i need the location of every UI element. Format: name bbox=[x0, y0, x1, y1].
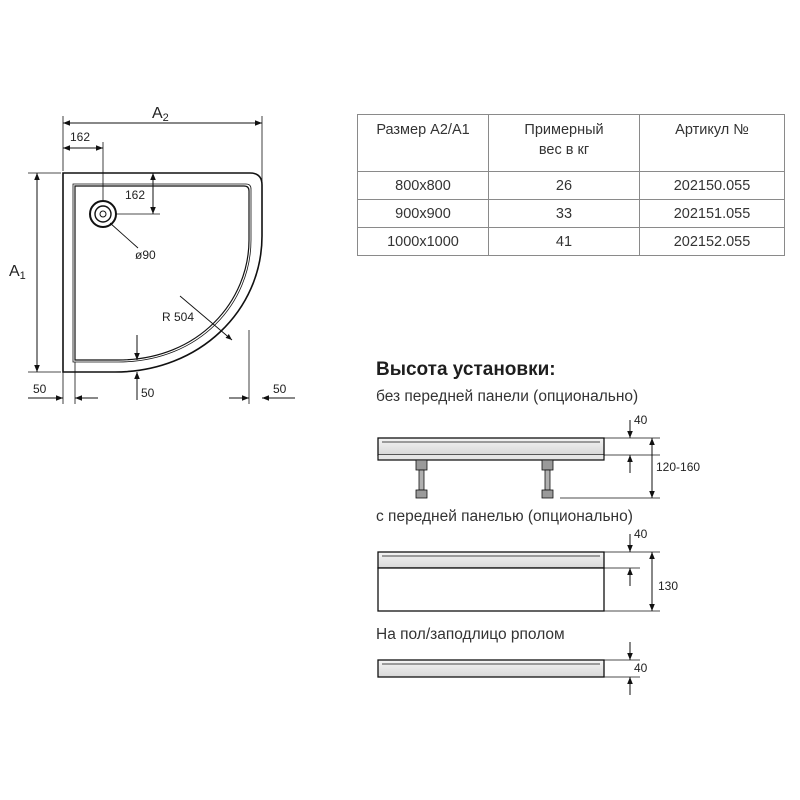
table-row: 900x900 33 202151.055 bbox=[357, 199, 785, 228]
cell-size: 1000x1000 bbox=[357, 227, 489, 256]
header-article: Артикул № bbox=[639, 114, 785, 172]
dim-drain-diameter: ø90 bbox=[135, 248, 156, 262]
cell-weight: 41 bbox=[488, 227, 640, 256]
tray-outer-outline bbox=[62, 172, 263, 373]
dim-radius: R 504 bbox=[162, 310, 194, 324]
variant-label-no-panel: без передней панели (опционально) bbox=[376, 388, 639, 405]
dim-right-margin: 50 bbox=[273, 382, 287, 396]
table-header-row: Размер A2/A1 Примерный вес в кг Артикул … bbox=[357, 114, 785, 172]
cell-article: 202151.055 bbox=[639, 199, 785, 228]
table-row: 800x800 26 202150.055 bbox=[357, 171, 785, 200]
cell-article: 202152.055 bbox=[639, 227, 785, 256]
tray-inner-rim bbox=[72, 183, 252, 363]
dim-a2-label: A2 bbox=[152, 105, 169, 124]
dim-left-margin: 50 bbox=[33, 382, 47, 396]
cell-weight: 33 bbox=[488, 199, 640, 228]
variant-label-floor: На пол/заподлицо рполом bbox=[376, 626, 565, 643]
cell-weight: 26 bbox=[488, 171, 640, 200]
table-row: 1000x1000 41 202152.055 bbox=[357, 227, 785, 256]
cell-size: 800x800 bbox=[357, 171, 489, 200]
drain-icon bbox=[89, 200, 117, 228]
tray-inner-outline bbox=[74, 185, 250, 361]
dim-bottom-inner: 50 bbox=[141, 386, 155, 400]
dim-drain-offset-x: 162 bbox=[70, 130, 90, 144]
dim-a1-label: A1 bbox=[9, 263, 26, 282]
header-weight: Примерный вес в кг bbox=[488, 114, 640, 172]
variant-label-with-panel: с передней панелью (опционально) bbox=[376, 508, 633, 525]
installation-title: Высота установки: bbox=[376, 359, 556, 380]
cell-article: 202150.055 bbox=[639, 171, 785, 200]
dim-drain-offset-y: 162 bbox=[125, 188, 145, 202]
header-size: Размер A2/A1 bbox=[357, 114, 489, 172]
cell-size: 900x900 bbox=[357, 199, 489, 228]
spec-table: Размер A2/A1 Примерный вес в кг Артикул … bbox=[357, 114, 785, 256]
